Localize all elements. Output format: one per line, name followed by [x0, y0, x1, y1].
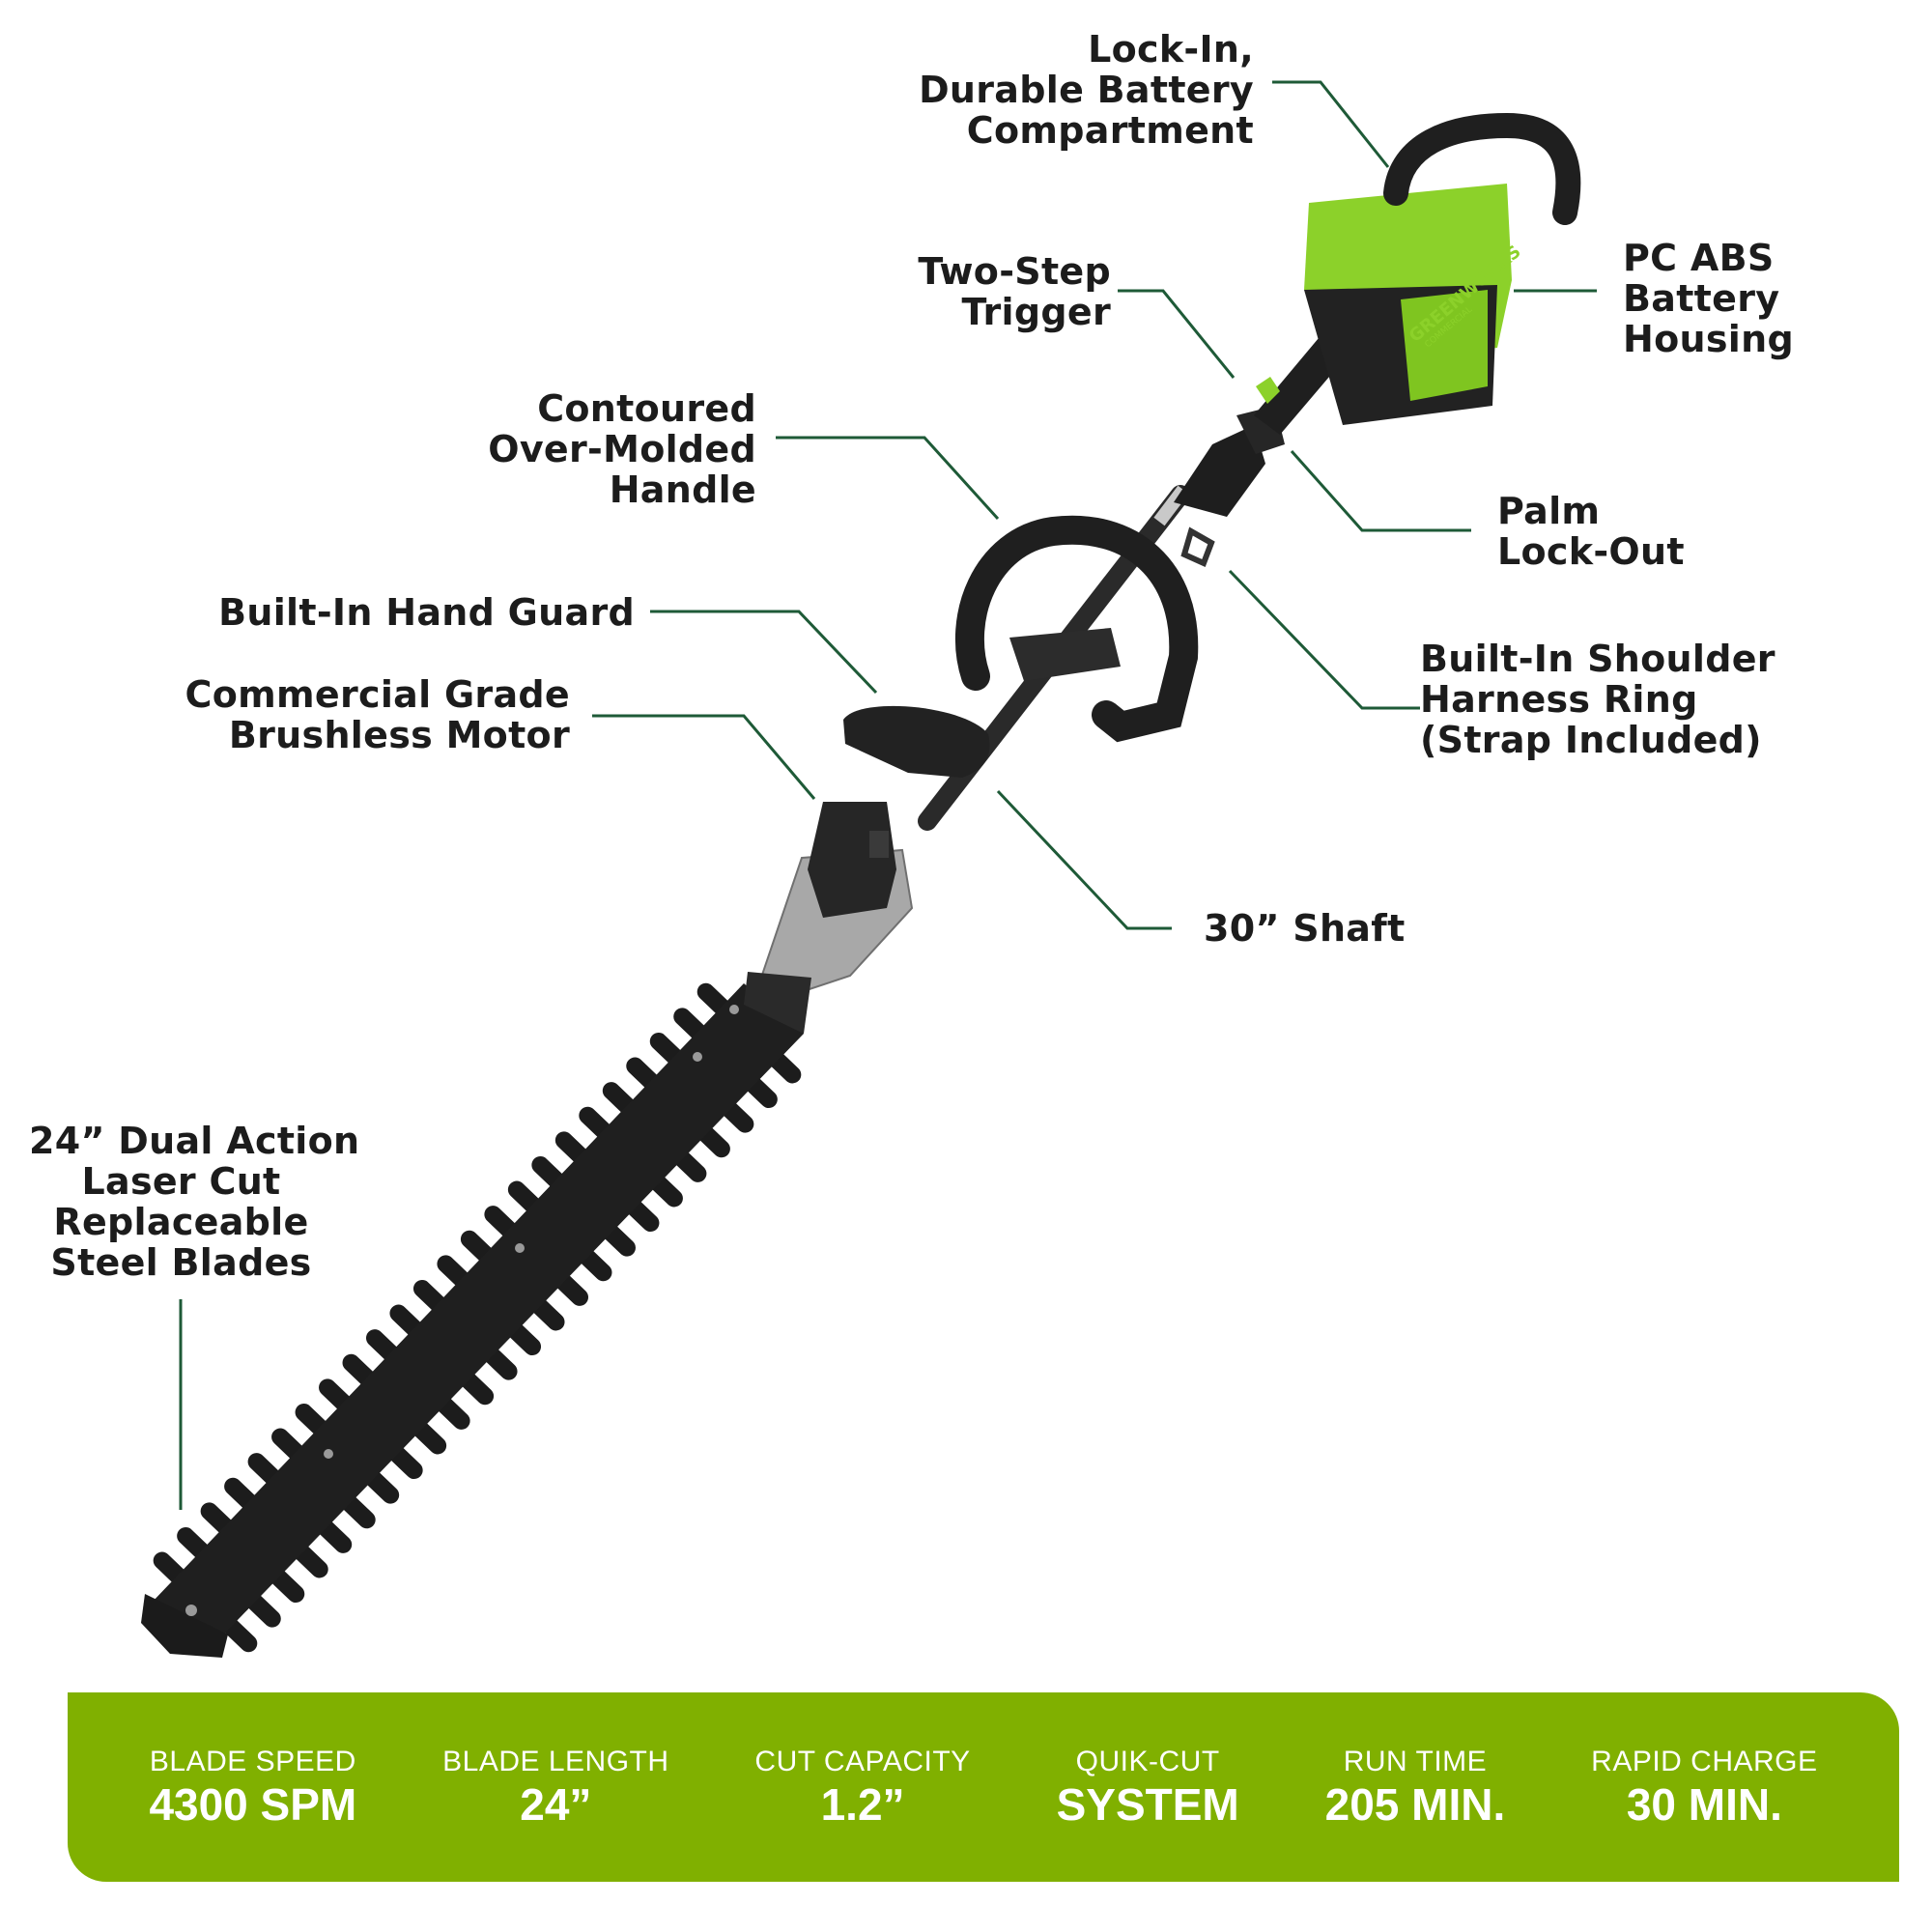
- blade-bar: [151, 983, 804, 1648]
- callout-handle: Contoured Over-Molded Handle: [488, 388, 756, 510]
- spec-title: BLADE LENGTH: [442, 1746, 669, 1777]
- hand-guard: [843, 705, 990, 778]
- spec-blade-length: BLADE LENGTH 24”: [442, 1745, 668, 1830]
- leader-line-battery-compartment: [1272, 80, 1390, 168]
- callout-line: Compartment: [966, 109, 1254, 152]
- trigger-handle: [1254, 338, 1346, 435]
- callout-hand-guard: Built-In Hand Guard: [218, 592, 635, 633]
- motor-housing: [808, 802, 896, 918]
- callout-line: Lock-In,: [1088, 28, 1254, 71]
- top-rear-handle: [1383, 112, 1581, 225]
- spec-title: RAPID CHARGE: [1591, 1746, 1818, 1777]
- leader-line-harness-ring: [1228, 569, 1420, 710]
- callout-motor: Commercial Grade Brushless Motor: [185, 674, 571, 755]
- callout-line: Trigger: [961, 291, 1111, 333]
- motor-vent: [869, 831, 889, 858]
- callout-trigger: Two-Step Trigger: [918, 251, 1111, 332]
- callout-line: Laser Cut: [81, 1160, 281, 1203]
- spec-rapid-charge: RAPID CHARGE 30 MIN.: [1591, 1745, 1817, 1830]
- leader-line-shaft: [996, 789, 1172, 930]
- callout-line: 30” Shaft: [1204, 907, 1406, 950]
- leader-line-hand-guard: [650, 610, 878, 695]
- harness-ring: [1180, 526, 1215, 568]
- callout-line: Harness Ring: [1420, 678, 1698, 721]
- callout-line: Housing: [1623, 318, 1794, 360]
- leader-line-palm-lockout: [1290, 450, 1471, 532]
- battery-housing-side: [1401, 290, 1488, 401]
- spec-value: 1.2”: [820, 1779, 905, 1830]
- rivet: [185, 1605, 197, 1616]
- spec-title: RUN TIME: [1343, 1746, 1488, 1777]
- rivet: [515, 1243, 525, 1253]
- callout-line: Palm: [1497, 490, 1601, 532]
- rear-grip: [1174, 425, 1265, 517]
- rivet: [729, 1005, 739, 1014]
- callout-line: Built-In Hand Guard: [218, 591, 635, 634]
- callout-line: (Strap Included): [1420, 719, 1762, 761]
- callout-line: 24” Dual Action: [29, 1120, 360, 1162]
- callout-line: Durable Battery: [919, 69, 1254, 111]
- loop-handle: [954, 515, 1199, 743]
- spec-quik-cut: QUIK-CUT SYSTEM: [1057, 1745, 1239, 1830]
- callout-shaft: 30” Shaft: [1204, 908, 1406, 949]
- spec-cut-capacity: CUT CAPACITY 1.2”: [754, 1745, 970, 1830]
- loop-handle-grip: [1009, 628, 1121, 681]
- spec-title: BLADE SPEED: [149, 1746, 356, 1777]
- callout-battery-compartment: Lock-In, Durable Battery Compartment: [919, 29, 1254, 151]
- callout-line: Contoured: [537, 387, 756, 430]
- callout-battery-housing: PC ABS Battery Housing: [1623, 238, 1794, 359]
- gear-head-plate: [744, 972, 811, 1034]
- spec-blade-speed: BLADE SPEED 4300 SPM: [149, 1745, 356, 1830]
- spec-value: 205 MIN.: [1324, 1779, 1506, 1830]
- callout-line: Brushless Motor: [228, 714, 570, 756]
- rivet: [693, 1052, 702, 1062]
- callout-line: Built-In Shoulder: [1420, 638, 1776, 680]
- callout-line: Battery: [1623, 277, 1780, 320]
- spec-value: 30 MIN.: [1626, 1779, 1782, 1830]
- leader-line-motor: [592, 714, 816, 800]
- callout-line: Steel Blades: [50, 1241, 312, 1284]
- leader-line-handle: [776, 436, 1000, 521]
- callout-line: PC ABS: [1623, 237, 1775, 279]
- trigger-accent: [1256, 377, 1280, 404]
- callout-palm-lockout: Palm Lock-Out: [1497, 491, 1685, 572]
- leader-line-trigger: [1118, 289, 1236, 379]
- callout-line: Over-Molded: [488, 428, 756, 470]
- callout-line: Replaceable: [53, 1201, 309, 1243]
- rivet: [324, 1449, 333, 1459]
- leader-lines: [179, 80, 1597, 1510]
- spec-title: CUT CAPACITY: [754, 1746, 971, 1777]
- spec-run-time: RUN TIME 205 MIN.: [1325, 1745, 1506, 1830]
- spec-title: QUIK-CUT: [1075, 1746, 1220, 1777]
- callout-harness-ring: Built-In Shoulder Harness Ring (Strap In…: [1420, 639, 1776, 760]
- blade-rivets: [185, 1005, 739, 1616]
- callout-line: Lock-Out: [1497, 530, 1685, 573]
- spec-value: SYSTEM: [1056, 1779, 1239, 1830]
- blade-tip: [141, 1594, 228, 1658]
- callout-blades: 24” Dual Action Laser Cut Replaceable St…: [29, 1120, 360, 1284]
- callout-line: Handle: [609, 469, 756, 511]
- spec-bar: BLADE SPEED 4300 SPM BLADE LENGTH 24” CU…: [68, 1692, 1899, 1882]
- callout-line: Two-Step: [918, 250, 1111, 293]
- callout-line: Commercial Grade: [185, 673, 570, 716]
- spec-value: 24”: [520, 1779, 592, 1830]
- spec-value: 4300 SPM: [149, 1779, 357, 1830]
